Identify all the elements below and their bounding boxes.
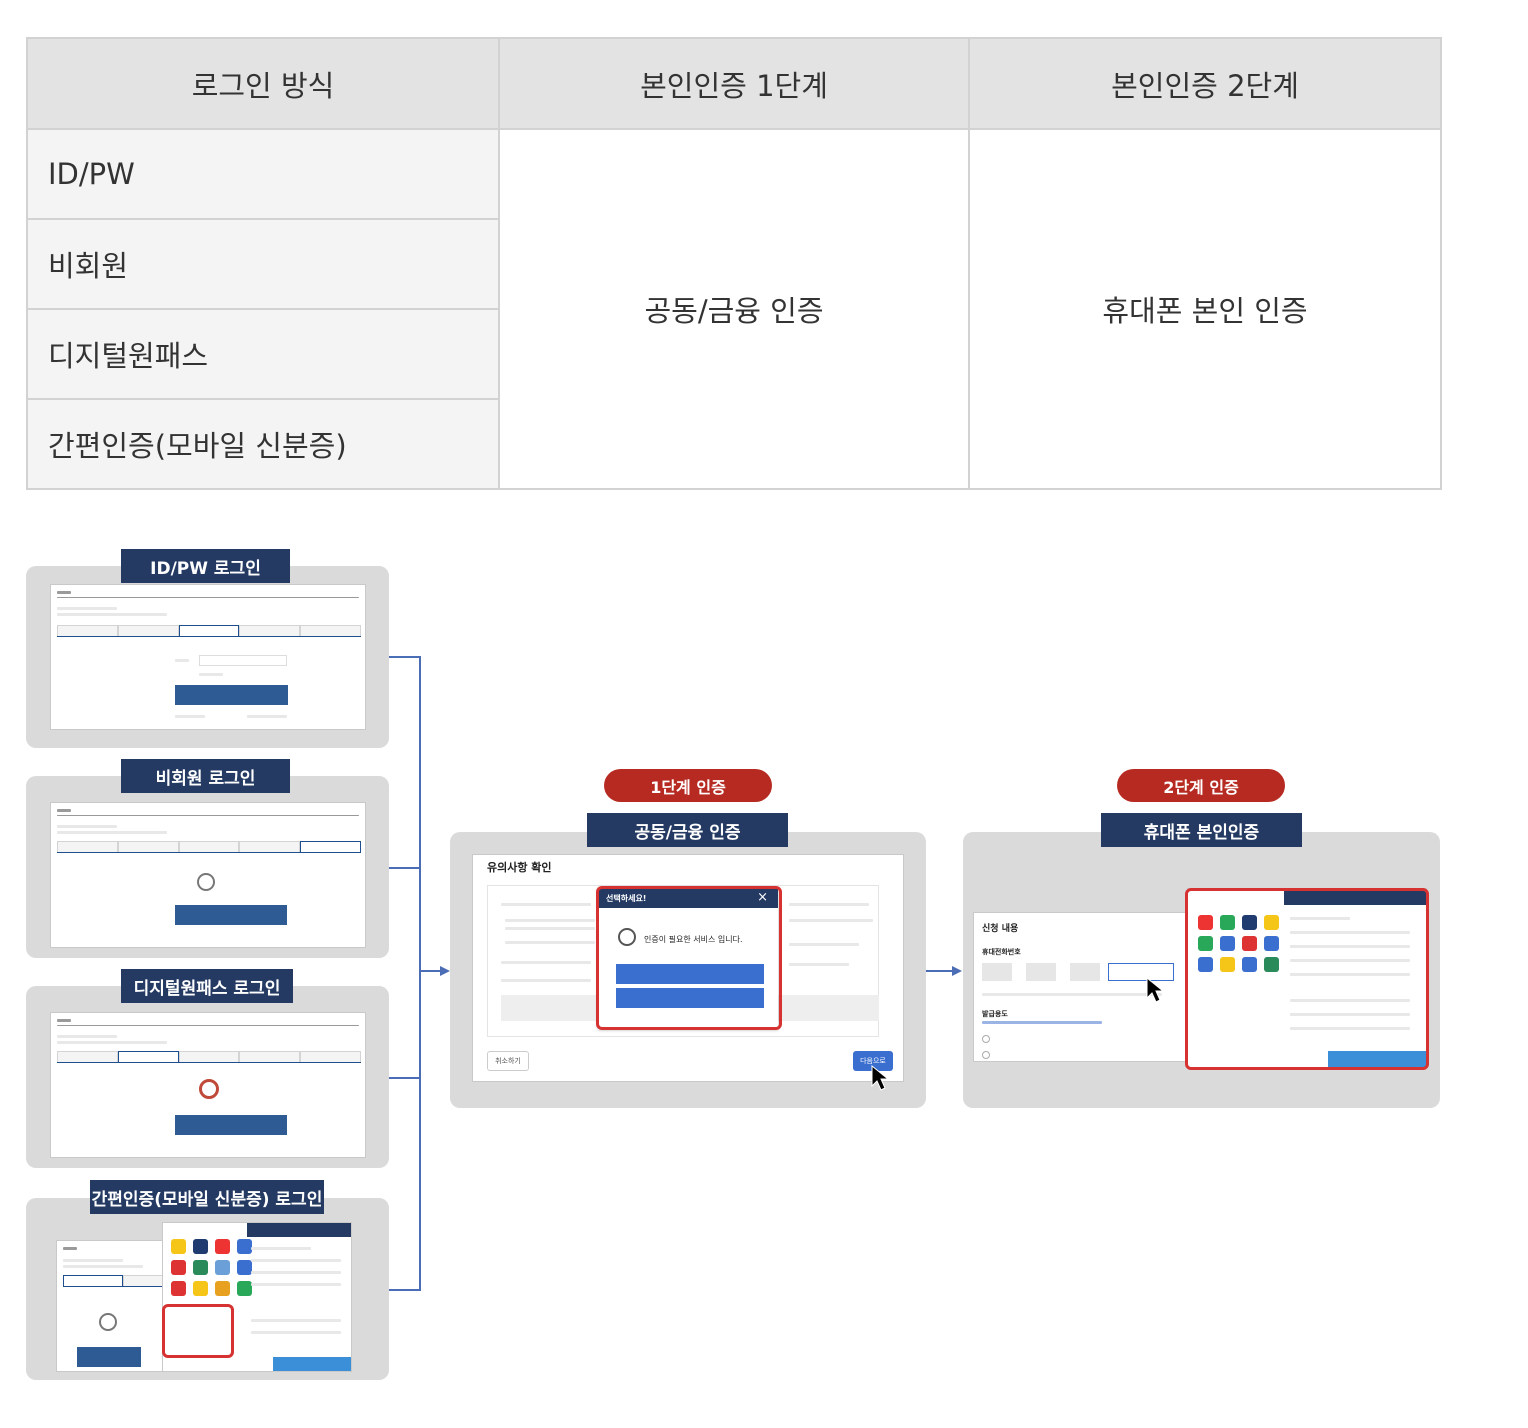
user-icon (618, 928, 636, 946)
cursor-icon (871, 1064, 890, 1091)
step2-screen-title: 신청 내용 (982, 924, 1019, 934)
popup-message: 인증이 필요한 서비스 입니다. (644, 935, 743, 944)
method-cell: ID/PW (26, 128, 500, 220)
header-auth-step-2: 본인인증 2단계 (968, 37, 1442, 130)
step1-cell: 공동/금융 인증 (498, 128, 970, 490)
highlight-box (596, 886, 782, 1030)
highlight-box (162, 1304, 234, 1358)
login-panel-guest (26, 776, 389, 958)
phone-auth-popup (1187, 888, 1427, 1068)
phone-field-label: 휴대전화번호 (982, 948, 1021, 956)
login-panel-onepass (26, 986, 389, 1168)
simple-auth-popup (162, 1222, 352, 1372)
table-row: 디지털원패스 (26, 308, 1441, 400)
cancel-button[interactable]: 취소하기 (487, 1051, 529, 1071)
cursor-icon (1146, 976, 1165, 1003)
user-icon (197, 873, 215, 891)
financial-cert-button[interactable] (616, 988, 764, 1008)
method-cell: 디지털원패스 (26, 308, 500, 400)
header-auth-step-1: 본인인증 1단계 (498, 37, 970, 130)
popup-title: 선택하세요! (606, 894, 647, 903)
next-button[interactable]: 다음으로 (853, 1051, 893, 1071)
close-icon[interactable]: × (757, 890, 768, 905)
login-panel-simple (26, 1198, 389, 1380)
method-cell: 간편인증(모바일 신분증) (26, 398, 500, 490)
login-screenshot (50, 802, 366, 948)
login-panel-idpw (26, 566, 389, 748)
step1-label: 공동/금융 인증 (587, 813, 788, 847)
table-header-row: 로그인 방식 본인인증 1단계 본인인증 2단계 (26, 37, 1442, 130)
login-screenshot (50, 1012, 366, 1158)
header-login-method: 로그인 방식 (26, 37, 500, 130)
step1-screen-title: 유의사항 확인 (487, 861, 552, 874)
step2-label: 휴대폰 본인인증 (1101, 813, 1302, 847)
step1-panel: 유의사항 확인 취소하기 다음으로 선택하세요! × 인증이 필요한 서비스 입… (450, 832, 926, 1108)
login-label-guest: 비회원 로그인 (121, 759, 290, 793)
method-cell: 비회원 (26, 218, 500, 310)
arrow-icon (952, 966, 962, 976)
login-screenshot (50, 584, 366, 730)
step2-pill: 2단계 인증 (1117, 769, 1285, 802)
step1-pill: 1단계 인증 (604, 769, 772, 802)
table-row: ID/PW 공동/금융 인증 휴대폰 본인 인증 (26, 128, 1442, 490)
table-row: 비회원 (26, 218, 1441, 310)
highlight-box (1185, 888, 1429, 1070)
login-label-onepass: 디지털원패스 로그인 (121, 969, 293, 1003)
onepass-logo-icon (199, 1079, 219, 1099)
step2-cell: 휴대폰 본인 인증 (968, 128, 1442, 490)
login-label-simple: 간편인증(모바일 신분증) 로그인 (90, 1180, 324, 1214)
step2-panel: 신청 내용 휴대전화번호 발급용도 (963, 832, 1440, 1108)
login-label-idpw: ID/PW 로그인 (121, 549, 290, 583)
auth-method-table: 로그인 방식 본인인증 1단계 본인인증 2단계 ID/PW 공동/금융 인증 … (26, 37, 1442, 490)
table-row: 간편인증(모바일 신분증) (26, 398, 1441, 490)
arrow-icon (440, 966, 450, 976)
user-icon (99, 1313, 117, 1331)
joint-cert-button[interactable] (616, 964, 764, 984)
auth-select-popup: 선택하세요! × 인증이 필요한 서비스 입니다. (598, 888, 778, 1030)
purpose-field-label: 발급용도 (982, 1010, 1008, 1018)
